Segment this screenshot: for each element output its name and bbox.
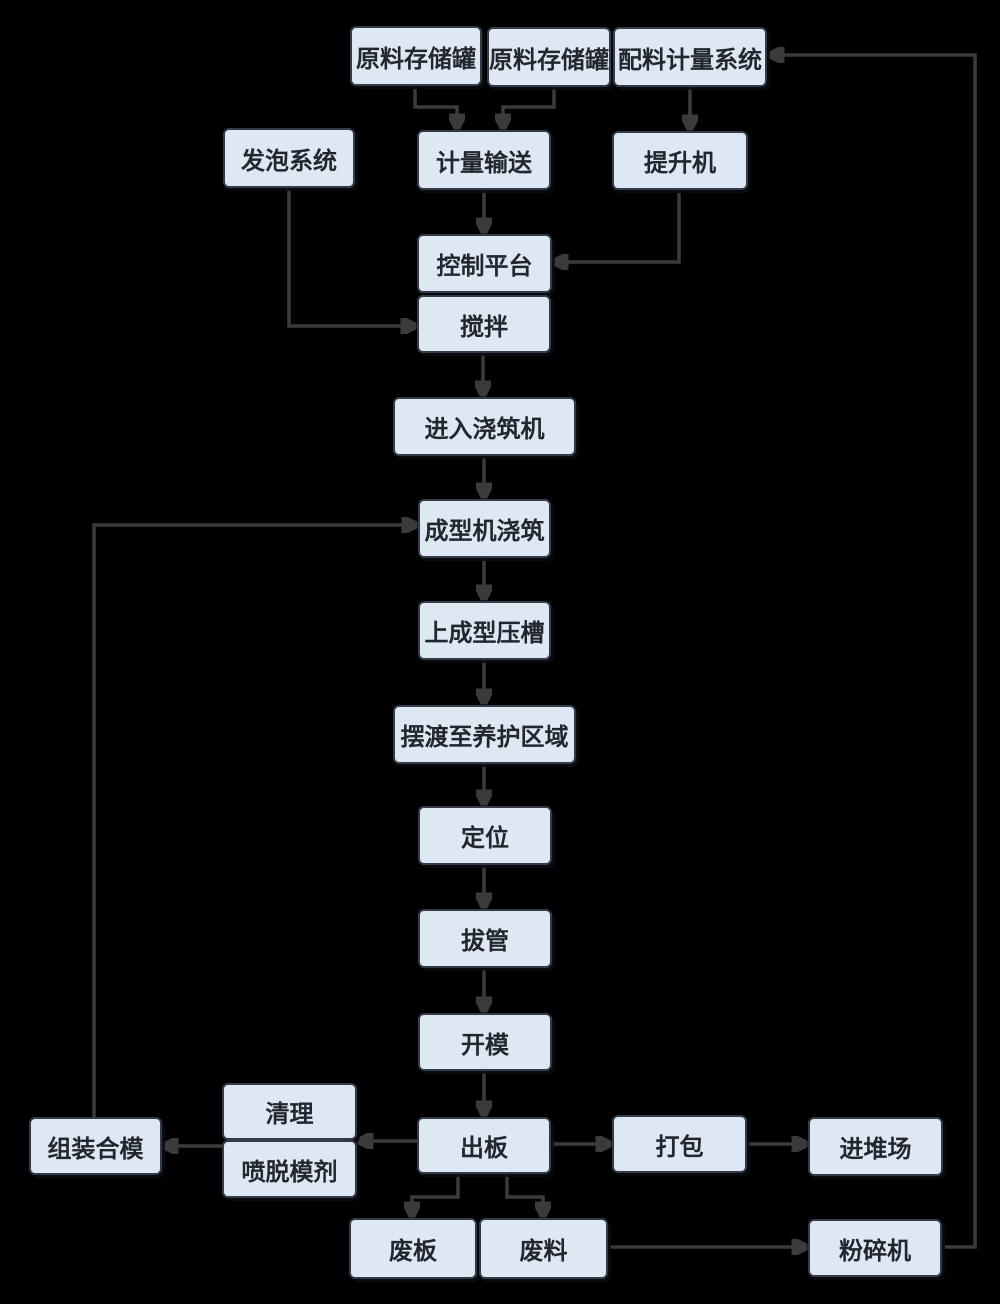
node-raw-tank-2: 原料存储罐 — [487, 27, 611, 87]
node-elevator: 提升机 — [612, 131, 748, 190]
node-board-out: 出板 — [417, 1117, 551, 1174]
node-positioning: 定位 — [418, 806, 552, 865]
arrow-crusher-to-batching-system — [770, 55, 977, 1249]
node-waste-material: 废料 — [479, 1218, 608, 1279]
arrow-board-out-to-waste-board — [412, 1174, 460, 1216]
arrow-raw-tank-2-to-metering-conveyor — [503, 87, 556, 128]
node-spray-release-agent: 喷脱模剂 — [222, 1140, 357, 1198]
node-packing: 打包 — [612, 1115, 747, 1173]
node-batching-system: 配料计量系统 — [613, 27, 767, 87]
node-forming-press-groove: 上成型压槽 — [418, 601, 551, 660]
node-crusher: 粉碎机 — [808, 1219, 942, 1277]
node-waste-board: 废板 — [349, 1218, 477, 1279]
node-ferry-to-curing-area: 摆渡至养护区域 — [393, 705, 576, 764]
node-control-platform: 控制平台 — [417, 234, 552, 293]
node-mixing: 搅拌 — [417, 295, 551, 353]
arrow-raw-tank-1-to-metering-conveyor — [413, 86, 457, 128]
node-enter-pouring-machine: 进入浇筑机 — [393, 397, 576, 456]
node-foaming-system: 发泡系统 — [223, 128, 355, 188]
arrow-foaming-system-to-mixing — [287, 188, 415, 326]
node-assemble-close-mold: 组装合模 — [29, 1117, 162, 1175]
node-cleaning: 清理 — [222, 1083, 357, 1140]
arrow-assemble-mold-to-forming-pouring — [92, 525, 416, 1117]
node-mold-opening: 开模 — [418, 1013, 552, 1071]
arrow-elevator-to-control-platform — [554, 190, 681, 262]
node-raw-tank-1: 原料存储罐 — [350, 26, 482, 86]
node-tube-pulling: 拔管 — [418, 909, 552, 968]
node-forming-machine-pouring: 成型机浇筑 — [418, 499, 551, 558]
node-metering-conveyor: 计量输送 — [417, 130, 551, 190]
arrow-board-out-to-waste-material — [505, 1174, 543, 1216]
node-stockyard: 进堆场 — [808, 1117, 943, 1176]
